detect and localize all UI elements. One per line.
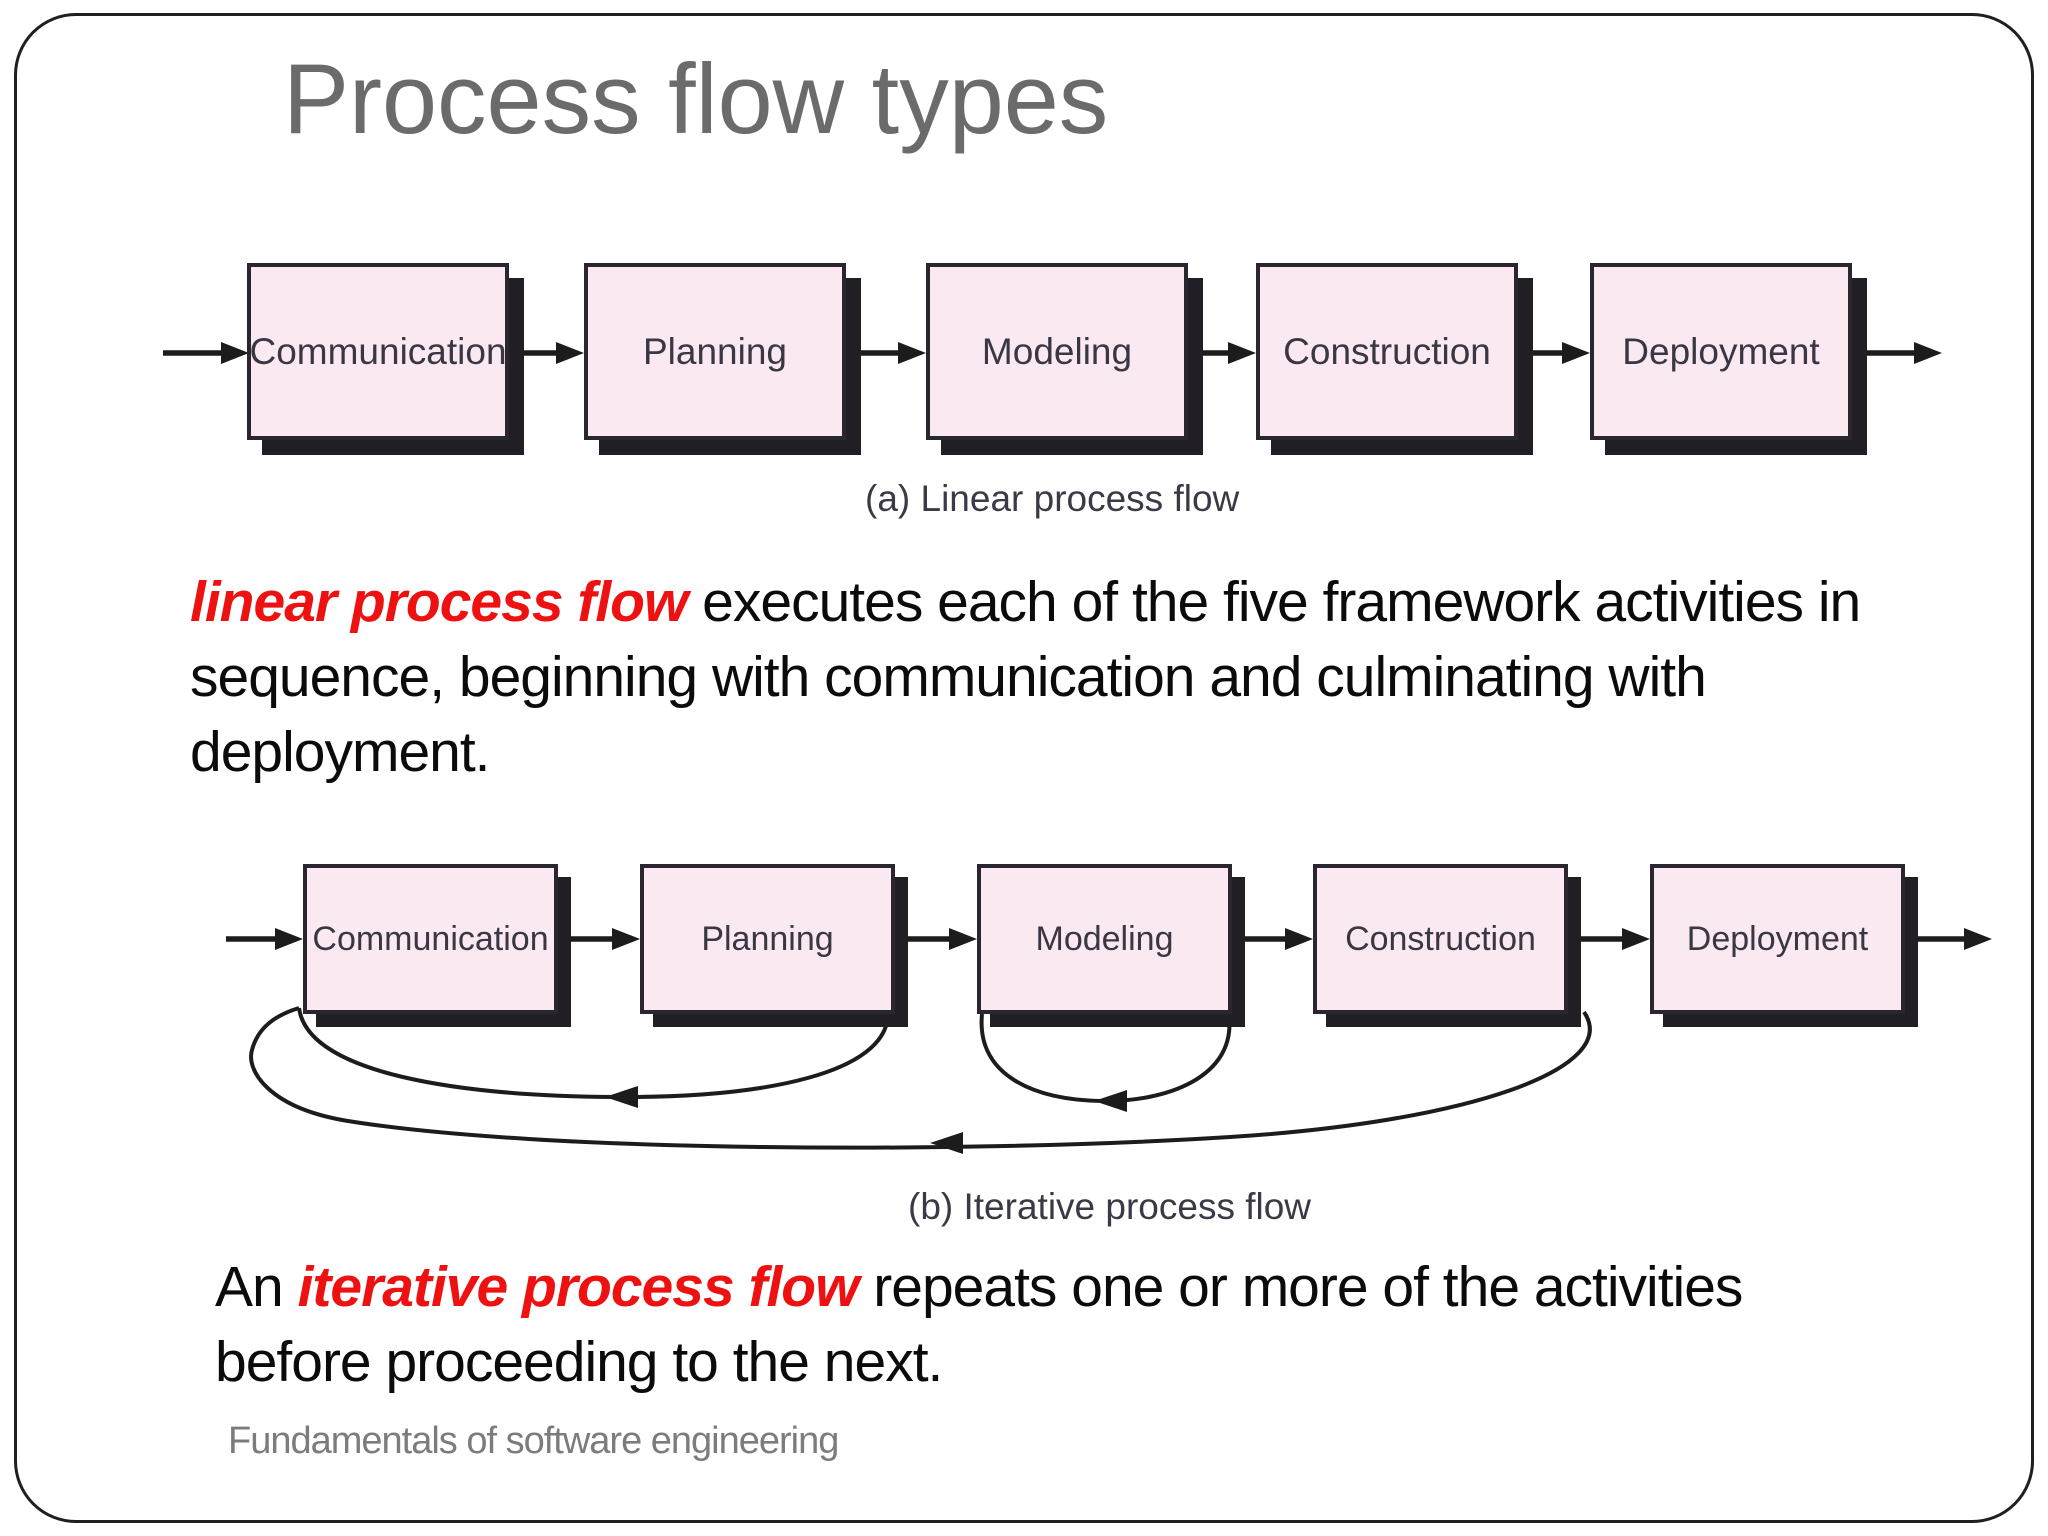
process-box-deployment-linear: Deployment bbox=[1590, 263, 1852, 440]
flow-arrow-head bbox=[612, 928, 640, 950]
process-box-label: Planning bbox=[701, 919, 834, 958]
process-box-label: Modeling bbox=[981, 330, 1133, 372]
caption-iterative-process-flow: (b) Iterative process flow bbox=[908, 1186, 1312, 1227]
process-box-label: Deployment bbox=[1622, 330, 1820, 372]
process-box-communication-iterative: Communication bbox=[303, 864, 558, 1014]
flow-arrow-head bbox=[556, 342, 584, 364]
caption-linear-process-flow: (a) Linear process flow bbox=[865, 478, 1240, 519]
iterative-highlight: iterative process flow bbox=[297, 1255, 860, 1319]
process-box-label: Communication bbox=[312, 919, 549, 958]
loop-arrow-head bbox=[1094, 1090, 1127, 1112]
process-box-construction-iterative: Construction bbox=[1313, 864, 1568, 1014]
loop-construction-to-communication bbox=[249, 1006, 1592, 1150]
process-box-planning-linear: Planning bbox=[584, 263, 846, 440]
flow-arrow-head bbox=[949, 928, 977, 950]
iterative-description-rest: repeats one or more of the activities be… bbox=[215, 1255, 1743, 1395]
flow-arrow-head bbox=[1228, 342, 1256, 364]
loop-arrow-head bbox=[605, 1086, 638, 1108]
process-box-deployment-iterative: Deployment bbox=[1650, 864, 1905, 1014]
linear-highlight: linear process flow bbox=[190, 570, 688, 634]
process-box-modeling-linear: Modeling bbox=[926, 263, 1188, 440]
flow-arrow-head bbox=[1285, 928, 1313, 950]
process-box-label: Planning bbox=[642, 330, 787, 372]
flow-arrow-head bbox=[275, 928, 303, 950]
flow-arrow-head bbox=[1622, 928, 1650, 950]
page-title: Process flow types bbox=[283, 43, 1109, 154]
process-box-modeling-iterative: Modeling bbox=[977, 864, 1232, 1014]
process-box-label: Construction bbox=[1283, 330, 1491, 372]
flow-arrow-head bbox=[898, 342, 926, 364]
flow-arrow-head bbox=[1914, 342, 1942, 364]
iterative-description: An iterative process flow repeats one or… bbox=[215, 1250, 1835, 1400]
iterative-description-prefix: An bbox=[215, 1255, 298, 1319]
flow-arrow-head bbox=[1562, 342, 1590, 364]
iteration-loops bbox=[249, 1006, 1592, 1154]
linear-description: linear process flow executes each of the… bbox=[190, 565, 1900, 791]
process-box-communication-linear: Communication bbox=[247, 263, 509, 440]
loop-arrow-head bbox=[930, 1132, 963, 1154]
process-box-construction-linear: Construction bbox=[1256, 263, 1518, 440]
flow-arrow-head bbox=[221, 342, 249, 364]
loop-modeling-self bbox=[979, 1013, 1232, 1104]
linear-description-rest: executes each of the five framework acti… bbox=[190, 570, 1861, 785]
process-box-planning-iterative: Planning bbox=[640, 864, 895, 1014]
footer-text: Fundamentals of software engineering bbox=[228, 1420, 839, 1462]
flow-arrow-head bbox=[1964, 928, 1992, 950]
process-box-label: Communication bbox=[249, 330, 507, 372]
process-box-label: Construction bbox=[1345, 919, 1536, 958]
process-box-label: Deployment bbox=[1686, 919, 1869, 958]
loop-planning-to-communication bbox=[297, 1007, 890, 1100]
process-box-label: Modeling bbox=[1035, 919, 1174, 958]
